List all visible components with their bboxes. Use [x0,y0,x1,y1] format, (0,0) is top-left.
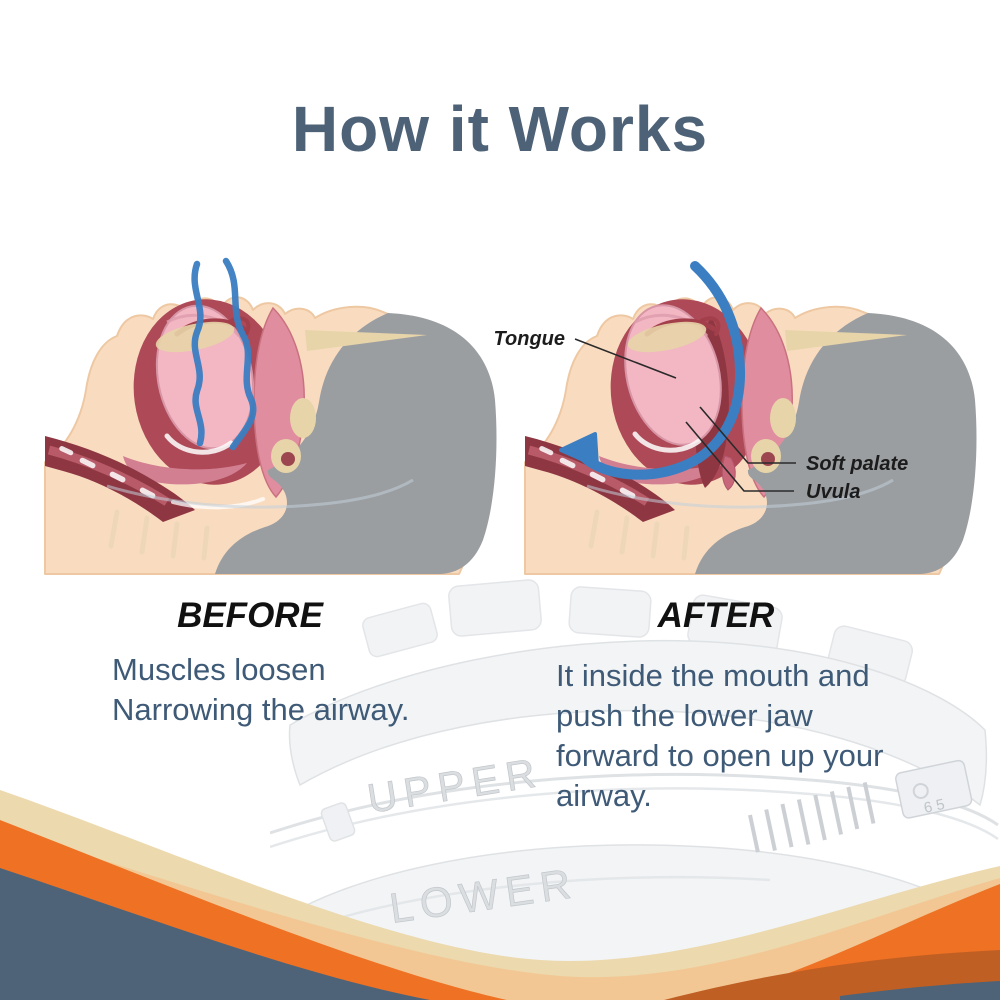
head-silhouette [695,313,977,574]
page-title: How it Works [291,93,709,165]
open-airflow-arrowhead [559,432,599,468]
open-airflow-arrow [580,261,746,480]
upper-embossed-label: UPPER [364,749,545,822]
mouthguard-hinge [320,802,356,842]
jaw-shadow [106,478,414,509]
blocked-airflow-lines [191,257,257,451]
before-label: BEFORE [177,596,323,635]
neck-ridges [588,509,690,561]
before-description-line: Muscles loosen [112,652,326,687]
uvula-annotation: Uvula [806,481,860,503]
soft-palate-annotation: Soft palate [806,453,908,475]
after-description: It inside the mouth and push the lower j… [556,656,936,816]
tongue-rim-highlight [632,431,702,453]
ear-canal [281,452,295,466]
after-description-line: airway. [556,778,652,813]
jaw-shadow [586,478,894,509]
nasal-fold-curl [699,316,721,336]
sinus-bone-blob [290,398,316,438]
wave-slate-sliver-right [840,981,1000,1000]
annotation-lines [574,338,796,492]
uvula-leader-line [685,421,794,492]
sinus-bone-blob [770,398,796,438]
ear-canal [761,452,775,466]
nasal-bone-spike [305,330,427,351]
after-label: AFTER [657,596,775,635]
after-description-line: It inside the mouth and [556,658,870,693]
tongue-leader-line [574,338,677,379]
after-description-line: push the lower jaw [556,698,813,733]
nasal-bone-spike [785,330,907,351]
tongue-annotation: Tongue [494,328,565,350]
mouth-floor [123,456,247,485]
before-description-line: Narrowing the airway. [112,692,410,727]
neck-ridges [108,509,210,561]
tongue-rim-highlight [164,433,234,455]
floor-highlight [171,497,265,510]
soft-palate-leader-line [699,406,796,464]
before-description: Muscles loosen Narrowing the airway. [112,650,472,730]
after-description-line: forward to open up your [556,738,884,773]
trachea-rings [59,446,156,499]
diagram-before [44,257,497,575]
diagram-after [524,261,977,575]
anatomy-diagrams: Tongue Soft palate Uvula [44,257,977,575]
head-silhouette [215,313,497,574]
palate-bone [627,321,707,353]
